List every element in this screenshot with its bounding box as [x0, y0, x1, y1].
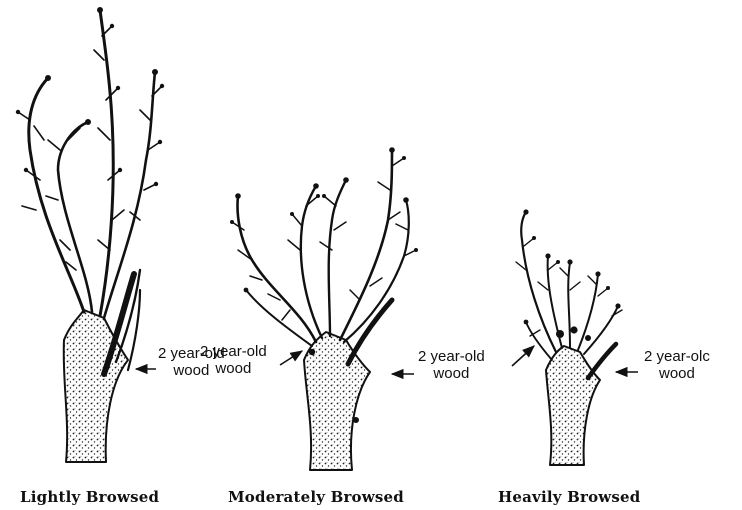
caption-heavily-browsed: Heavily Browsed	[498, 488, 640, 506]
callout-label-heavy-right: 2 year-olc wood	[644, 348, 710, 382]
shrub-lightly-browsed	[16, 7, 164, 462]
callout-label-heavy-left: 2 year-old wood	[418, 348, 485, 382]
caption-moderately-browsed: Moderately Browsed	[228, 488, 404, 506]
callout-line1: 2 year-old	[200, 343, 267, 360]
shrub-heavily-browsed	[516, 209, 622, 465]
callout-line1: 2 year-olc	[644, 348, 710, 365]
callout-label-moderate: 2 year-old wood	[200, 343, 267, 377]
callout-line1: 2 year-old	[418, 348, 485, 365]
trunk-heavy	[546, 346, 600, 465]
callout-line2: wood	[418, 365, 485, 382]
shrub-moderately-browsed	[230, 147, 418, 470]
caption-lightly-browsed: Lightly Browsed	[20, 488, 159, 506]
callout-line2: wood	[200, 360, 267, 377]
callout-line2: wood	[644, 365, 710, 382]
arrow-heavy-left	[512, 346, 534, 366]
arrow-moderate-left	[280, 351, 302, 365]
two-year-wood-heavy	[588, 344, 616, 378]
